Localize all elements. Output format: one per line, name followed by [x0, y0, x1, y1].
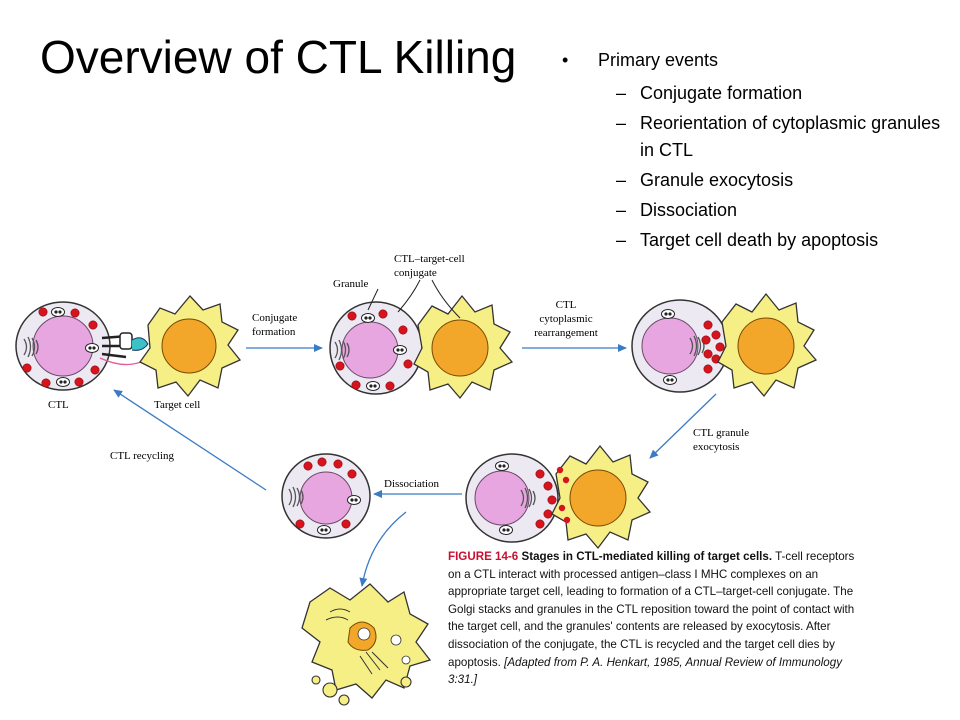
ctl-cell-5 — [281, 453, 371, 539]
sub-bullet-text: Dissociation — [640, 200, 738, 220]
ctl-cell-2 — [329, 301, 423, 395]
sub-bullet-list: –Conjugate formation –Reorientation of c… — [560, 80, 955, 254]
recycling-label: CTL recycling — [110, 450, 175, 462]
conjugate-formation-label-2: formation — [252, 326, 296, 338]
bullet-marker: • — [562, 50, 569, 70]
sub-bullet-item: –Target cell death by apoptosis — [560, 227, 955, 254]
target-cell-3 — [717, 292, 818, 398]
slide-title: Overview of CTL Killing — [40, 31, 517, 83]
arrow-recycling — [113, 389, 267, 491]
rearr-label-1: CTL — [556, 299, 577, 311]
arrow-exocytosis — [649, 393, 717, 459]
dash-marker: – — [616, 200, 627, 220]
exo-label-1: CTL granule — [693, 427, 749, 439]
ctl-cell-1 — [15, 301, 111, 391]
sub-bullet-item: –Conjugate formation — [560, 80, 955, 107]
sub-bullet-text: Reorientation of cytoplasmic granules in… — [640, 113, 941, 160]
ctl-cell-4 — [465, 453, 559, 543]
ctl-cell-3 — [631, 299, 729, 393]
dissociation-label: Dissociation — [384, 478, 439, 490]
target-cell-4 — [551, 444, 652, 550]
conjugate-pointer — [397, 279, 461, 319]
figure-number: FIGURE 14-6 — [448, 550, 519, 563]
rearr-label-2: cytoplasmic — [539, 313, 592, 325]
bullet-main: • Primary events — [560, 46, 955, 74]
arrow-apoptosis — [359, 511, 407, 587]
dash-marker: – — [616, 170, 627, 190]
dash-marker: – — [616, 83, 627, 103]
apoptotic-target-cell — [301, 583, 432, 706]
figure-body: T-cell receptors on a CTL interact with … — [448, 550, 855, 669]
sub-bullet-item: –Granule exocytosis — [560, 167, 955, 194]
ctl-label: CTL — [48, 399, 69, 411]
sub-bullet-text: Conjugate formation — [640, 83, 803, 103]
granule-pointer — [367, 288, 379, 311]
target-cell-2 — [413, 294, 514, 400]
figure-caption: FIGURE 14-6 Stages in CTL-mediated killi… — [448, 548, 858, 689]
bullet-list: • Primary events –Conjugate formation –R… — [560, 46, 955, 257]
rearr-label-3: rearrangement — [534, 327, 598, 339]
exo-label-2: exocytosis — [693, 441, 739, 453]
bullet-main-text: Primary events — [598, 50, 719, 70]
sub-bullet-item: –Dissociation — [560, 197, 955, 224]
target-cell-label: Target cell — [154, 399, 200, 411]
tcr-mhc-contact — [99, 332, 153, 366]
conjugate-label-1: CTL–target-cell — [394, 253, 465, 265]
dash-marker: – — [616, 113, 627, 133]
dash-marker: – — [616, 230, 627, 250]
sub-bullet-item: –Reorientation of cytoplasmic granules i… — [560, 110, 955, 164]
figure-source: [Adapted from P. A. Henkart, 1985, Annua… — [448, 655, 842, 687]
target-cell-1 — [139, 295, 242, 398]
sub-bullet-text: Granule exocytosis — [640, 170, 794, 190]
figure-title: Stages in CTL-mediated killing of target… — [521, 550, 773, 563]
conjugate-label-2: conjugate — [394, 267, 437, 279]
conjugate-formation-label-1: Conjugate — [252, 312, 297, 324]
granule-label: Granule — [333, 278, 369, 290]
sub-bullet-text: Target cell death by apoptosis — [640, 230, 879, 250]
